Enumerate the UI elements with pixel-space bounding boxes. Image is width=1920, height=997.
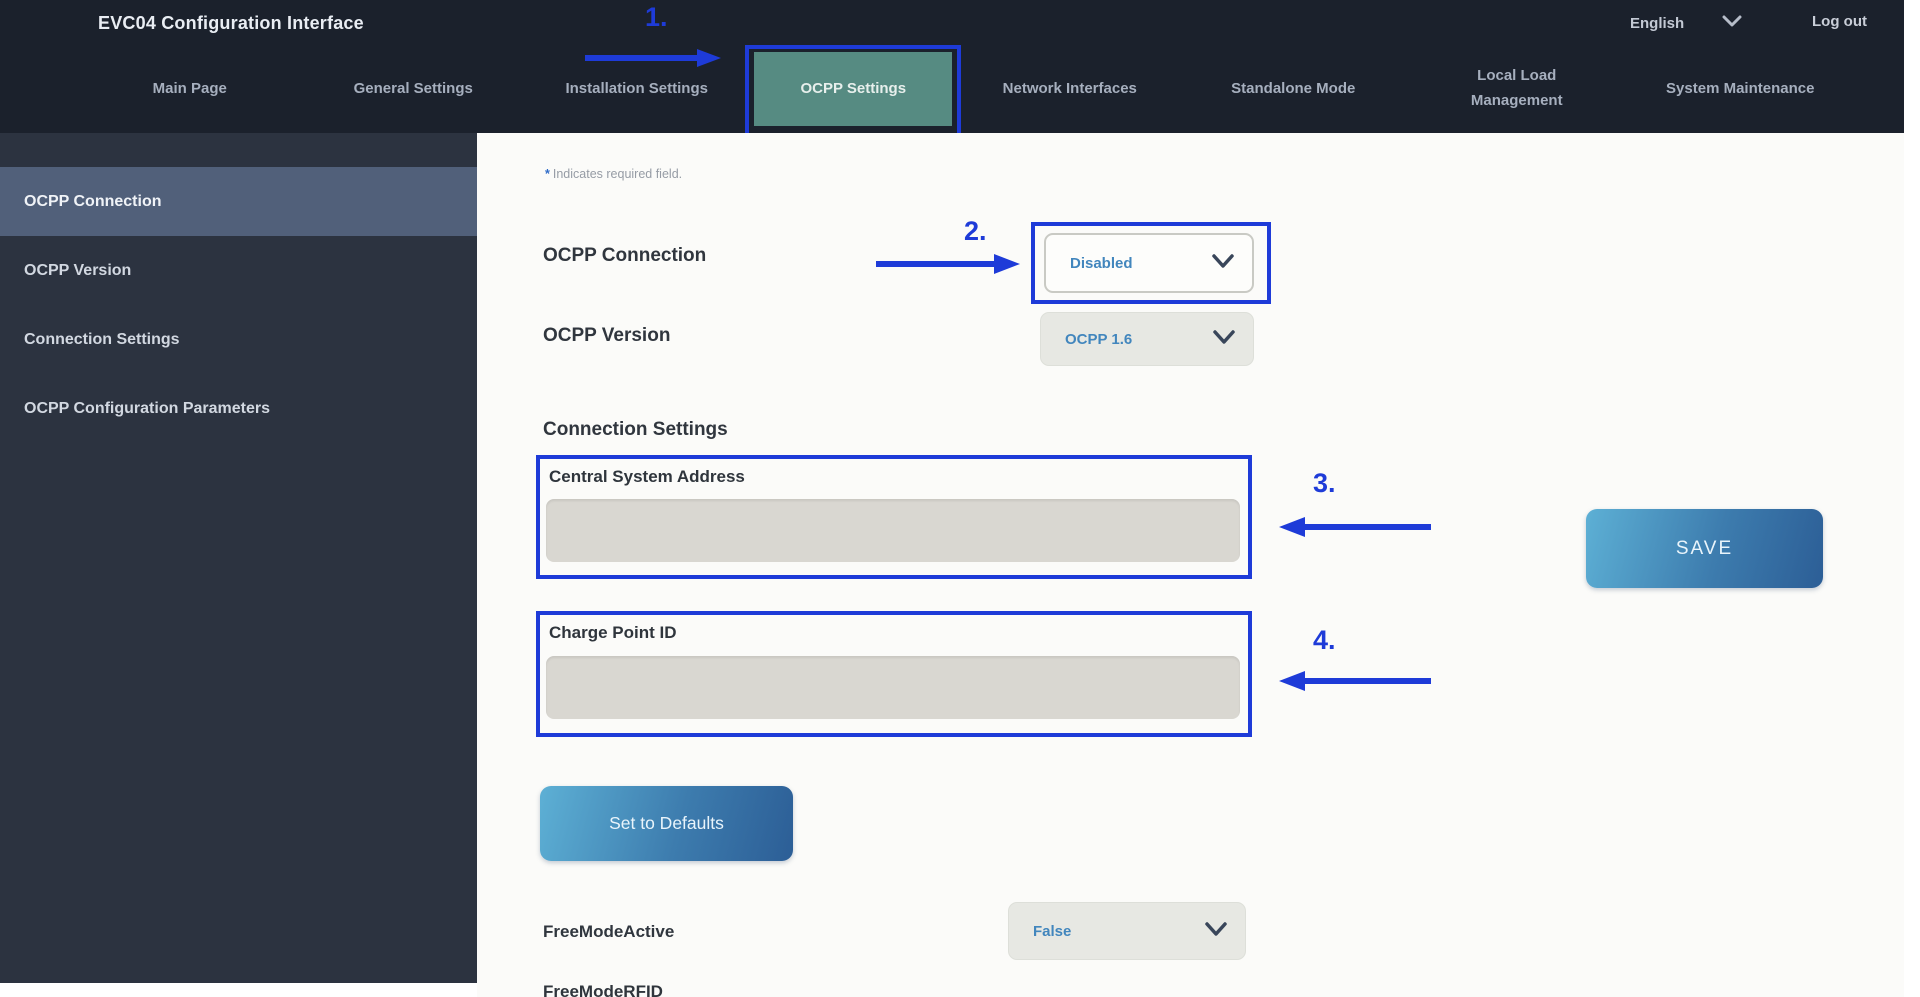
- header-bar: EVC04 Configuration Interface English Lo…: [0, 0, 1904, 139]
- required-field-note: *Indicates required field.: [545, 167, 683, 181]
- sidebar-item-ocpp-connection[interactable]: OCPP Connection: [0, 167, 477, 236]
- annotation-step4-number: 4.: [1313, 625, 1336, 655]
- central-system-address-label: Central System Address: [549, 467, 745, 486]
- logout-button[interactable]: Log out: [1812, 13, 1867, 30]
- sidebar-item-connection-settings[interactable]: Connection Settings: [24, 330, 180, 348]
- tab-main-page[interactable]: Main Page: [152, 79, 227, 97]
- charge-point-id-input[interactable]: [546, 656, 1240, 719]
- annotation-step2-number: 2.: [964, 216, 987, 246]
- chevron-down-icon: [1722, 14, 1742, 32]
- set-to-defaults-button[interactable]: Set to Defaults: [540, 786, 793, 861]
- ocpp-version-label: OCPP Version: [543, 325, 671, 346]
- chevron-down-icon: [1212, 253, 1234, 273]
- ocpp-version-dropdown[interactable]: OCPP 1.6: [1040, 312, 1254, 366]
- tab-local-load-management[interactable]: Local Load Management: [1470, 67, 1563, 109]
- annotation-step3-number: 3.: [1313, 468, 1336, 498]
- app-title: EVC04 Configuration Interface: [98, 13, 364, 33]
- annotation-arrow-left-step4: [1277, 670, 1433, 697]
- chevron-down-icon: [1213, 329, 1235, 349]
- free-mode-active-value: False: [1033, 922, 1072, 940]
- tab-installation-settings[interactable]: Installation Settings: [565, 79, 708, 97]
- annotation-arrow-right-step2: [874, 253, 1022, 280]
- nav-tabs: Main Page General Settings Installation …: [78, 44, 1852, 139]
- tab-network-interfaces[interactable]: Network Interfaces: [1002, 79, 1137, 97]
- sidebar-item-ocpp-version[interactable]: OCPP Version: [24, 261, 132, 279]
- ocpp-version-value: OCPP 1.6: [1065, 330, 1133, 348]
- language-value: English: [1630, 14, 1685, 32]
- tab-system-maintenance[interactable]: System Maintenance: [1666, 79, 1815, 97]
- sidebar: OCPP Connection OCPP Version Connection …: [0, 133, 477, 983]
- connection-settings-heading: Connection Settings: [543, 419, 728, 440]
- tab-ocpp-settings[interactable]: OCPP Settings: [745, 44, 962, 139]
- free-mode-active-dropdown[interactable]: False: [1008, 902, 1246, 960]
- tab-standalone-mode[interactable]: Standalone Mode: [1231, 79, 1356, 97]
- ocpp-connection-dropdown[interactable]: Disabled: [1044, 233, 1254, 293]
- annotation-step1-number: 1.: [645, 2, 668, 32]
- save-button[interactable]: SAVE: [1586, 509, 1823, 588]
- chevron-down-icon: [1205, 921, 1227, 941]
- free-mode-active-label: FreeModeActive: [543, 922, 675, 941]
- free-mode-rfid-label: FreeModeRFID: [543, 982, 663, 997]
- annotation-arrow-left-step3: [1277, 516, 1433, 543]
- central-system-address-input[interactable]: [546, 499, 1240, 562]
- charge-point-id-label: Charge Point ID: [549, 623, 677, 642]
- ocpp-connection-value: Disabled: [1070, 254, 1133, 272]
- language-selector[interactable]: English: [1630, 14, 1742, 32]
- main-content: *Indicates required field. OCPP Connecti…: [477, 133, 1904, 997]
- ocpp-connection-label: OCPP Connection: [543, 245, 707, 266]
- annotation-arrow-right-step1: [583, 48, 723, 73]
- tab-general-settings[interactable]: General Settings: [353, 79, 473, 97]
- required-asterisk: *: [545, 167, 550, 181]
- sidebar-item-ocpp-configuration-parameters[interactable]: OCPP Configuration Parameters: [24, 399, 270, 417]
